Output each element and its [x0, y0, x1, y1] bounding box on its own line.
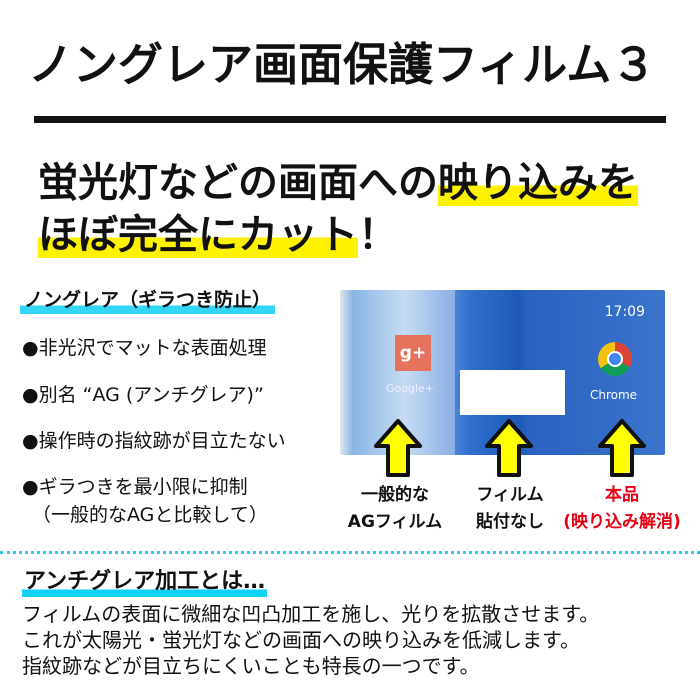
status-time: 17:09 — [604, 304, 645, 320]
nonglare-heading: ノングレア（ギラつき防止） — [20, 285, 276, 314]
headline-line-2: ほぼ完全にカット！ — [38, 202, 398, 260]
headline-highlight: ほぼ完全にカット — [38, 212, 358, 258]
headline-highlight: 映り込みを — [438, 160, 638, 206]
arrow-up-icon — [485, 419, 533, 477]
label-line: 一般的な — [361, 485, 429, 505]
label-general-ag: 一般的な AGフィルム — [340, 482, 450, 536]
headline-text: ！ — [358, 212, 398, 258]
label-line: 本品 — [605, 485, 639, 505]
bullet: ●ギラつきを最小限に抑制 — [22, 476, 248, 498]
dotted-divider — [0, 551, 700, 554]
reflection-glare — [460, 370, 565, 415]
body-line: 指紋跡などが目立ちにくいことも特長の一つです。 — [22, 654, 480, 678]
app-label: Google+ — [386, 382, 435, 395]
arrow-up-icon — [598, 419, 646, 477]
google-plus-icon: g+ — [395, 335, 431, 371]
headline-line-1: 蛍光灯などの画面への映り込みを — [38, 150, 638, 208]
arrow-up-icon — [374, 419, 422, 477]
body-line: フィルムの表面に微細な凹凸加工を施し、光りを拡散させます。 — [22, 602, 600, 626]
label-line: AGフィルム — [347, 512, 443, 532]
body-line: これが太陽光・蛍光灯などの画面への映り込みを低減します。 — [22, 628, 580, 652]
title-divider — [34, 116, 666, 123]
page-title: ノングレア画面保護フィルム３ — [28, 38, 657, 91]
headline-text: 蛍光灯などの画面への — [38, 160, 438, 206]
antiglare-heading: アンチグレア加工とは… — [22, 563, 268, 597]
label-line: (映り込み解消) — [563, 512, 681, 532]
label-this-product: 本品 (映り込み解消) — [562, 482, 682, 536]
bullet: ●操作時の指紋跡が目立たない — [22, 430, 286, 452]
app-label: Chrome — [590, 388, 638, 402]
label-line: フィルム — [476, 485, 544, 505]
chrome-icon — [598, 342, 632, 376]
bullet-note: （一般的なAGと比較して） — [32, 504, 268, 526]
bullet: ●非光沢でマットな表面処理 — [22, 337, 267, 359]
label-line: 貼付なし — [476, 512, 544, 532]
bullet: ●別名 “AG (アンチグレア)” — [22, 384, 264, 406]
label-no-film: フィルム貼付なし — [455, 482, 565, 536]
